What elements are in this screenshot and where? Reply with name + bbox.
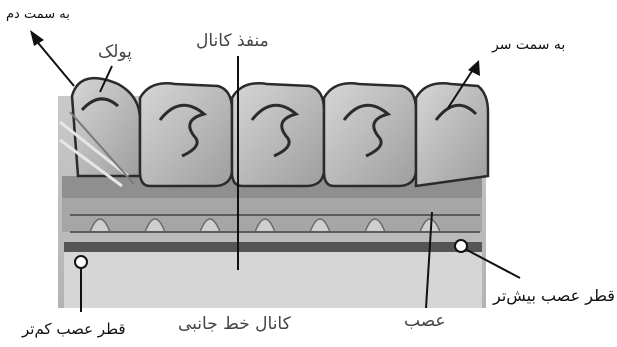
label-tail-direction: به سمت دم <box>6 8 70 21</box>
label-smaller-nerve-diameter: قطر عصب کم‌تر <box>22 322 126 337</box>
label-lateral-line-canal: کانال خط جانبی <box>178 316 291 333</box>
lower-tissue <box>64 252 482 308</box>
label-head-direction: به سمت سر <box>492 38 565 52</box>
label-canal-pore: منفذ کانال <box>196 33 269 50</box>
label-scale: پولک <box>98 44 132 61</box>
label-nerve: عصب <box>404 313 446 330</box>
tail-arrowhead <box>30 30 44 46</box>
label-larger-nerve-diameter: قطر عصب بیش‌تر <box>493 288 615 304</box>
nerve-band <box>64 242 482 252</box>
scales <box>72 78 488 186</box>
